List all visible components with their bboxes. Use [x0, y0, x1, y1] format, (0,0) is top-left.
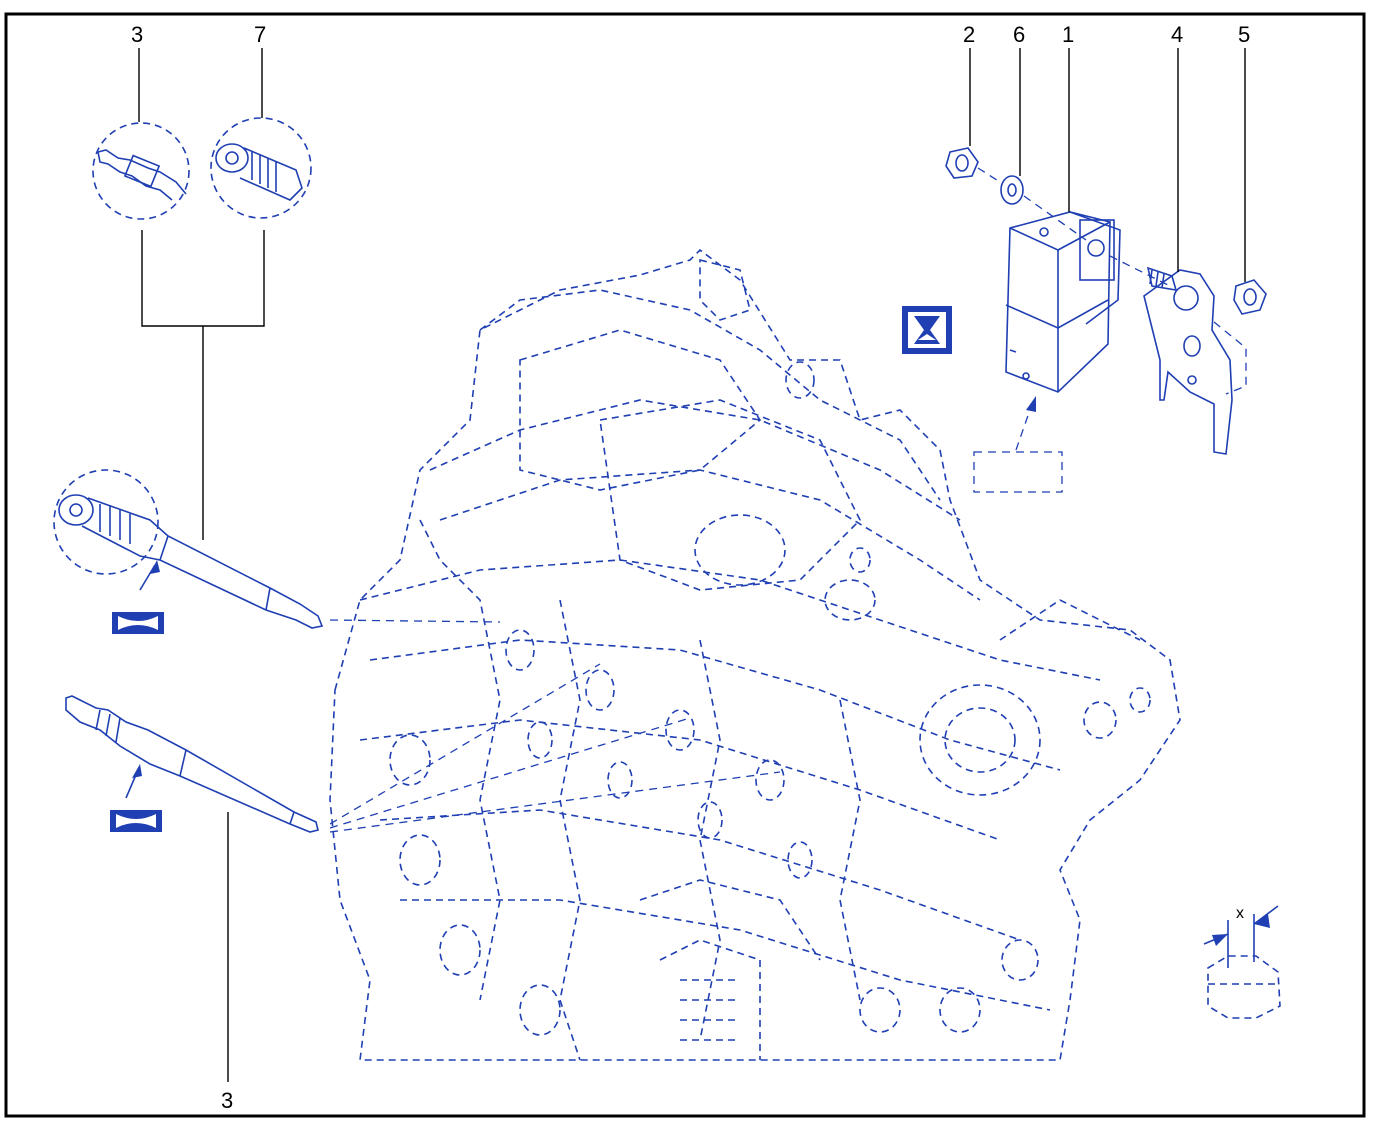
plug-leader-1 [329, 619, 501, 623]
relay-arrow-head [1026, 396, 1036, 412]
callout-3-top: 3 [131, 22, 143, 47]
detail-bracket [141, 230, 265, 327]
detail-circle-plug-tip [92, 122, 190, 220]
engine-block [329, 248, 1181, 1061]
washer-item-6 [1000, 175, 1024, 205]
plug-leader-2 [329, 663, 601, 825]
callout-3-bottom: 3 [221, 1088, 233, 1113]
callout-1: 1 [1062, 22, 1074, 47]
relay-arrow-line [1015, 403, 1033, 451]
callout-4: 4 [1171, 22, 1183, 47]
callout-7-top: 7 [254, 22, 266, 47]
relay-axis-line [977, 167, 1171, 287]
callout-6: 6 [1013, 22, 1025, 47]
stud-bolt [1146, 266, 1178, 291]
sealant-frame-icon-2 [110, 810, 162, 832]
callout-5: 5 [1238, 22, 1250, 47]
clearance-label: x [1236, 905, 1244, 922]
arrow-head-lower [132, 764, 142, 778]
nut-item-5 [1233, 279, 1267, 315]
hourglass-icon [902, 306, 952, 354]
frame-border [4, 12, 1366, 1118]
callout-2: 2 [963, 22, 975, 47]
nut-item-2 [945, 147, 979, 179]
glow-plug-upper [53, 469, 324, 629]
relay-label-box [973, 451, 1063, 493]
clearance-symbol: x [1203, 905, 1281, 1019]
glow-plug-lower [65, 695, 319, 833]
bracket-item-4 [1143, 269, 1247, 455]
plug-leader-3 [329, 717, 691, 829]
sealant-frame-icon [112, 612, 164, 634]
detail-circle-plug-head [210, 117, 312, 219]
preheat-relay-unit [1005, 211, 1121, 393]
callouts: 3 7 2 6 1 4 5 3 [131, 22, 1250, 1113]
plug-leader-4 [329, 771, 781, 833]
arrow-head-upper [150, 560, 160, 574]
